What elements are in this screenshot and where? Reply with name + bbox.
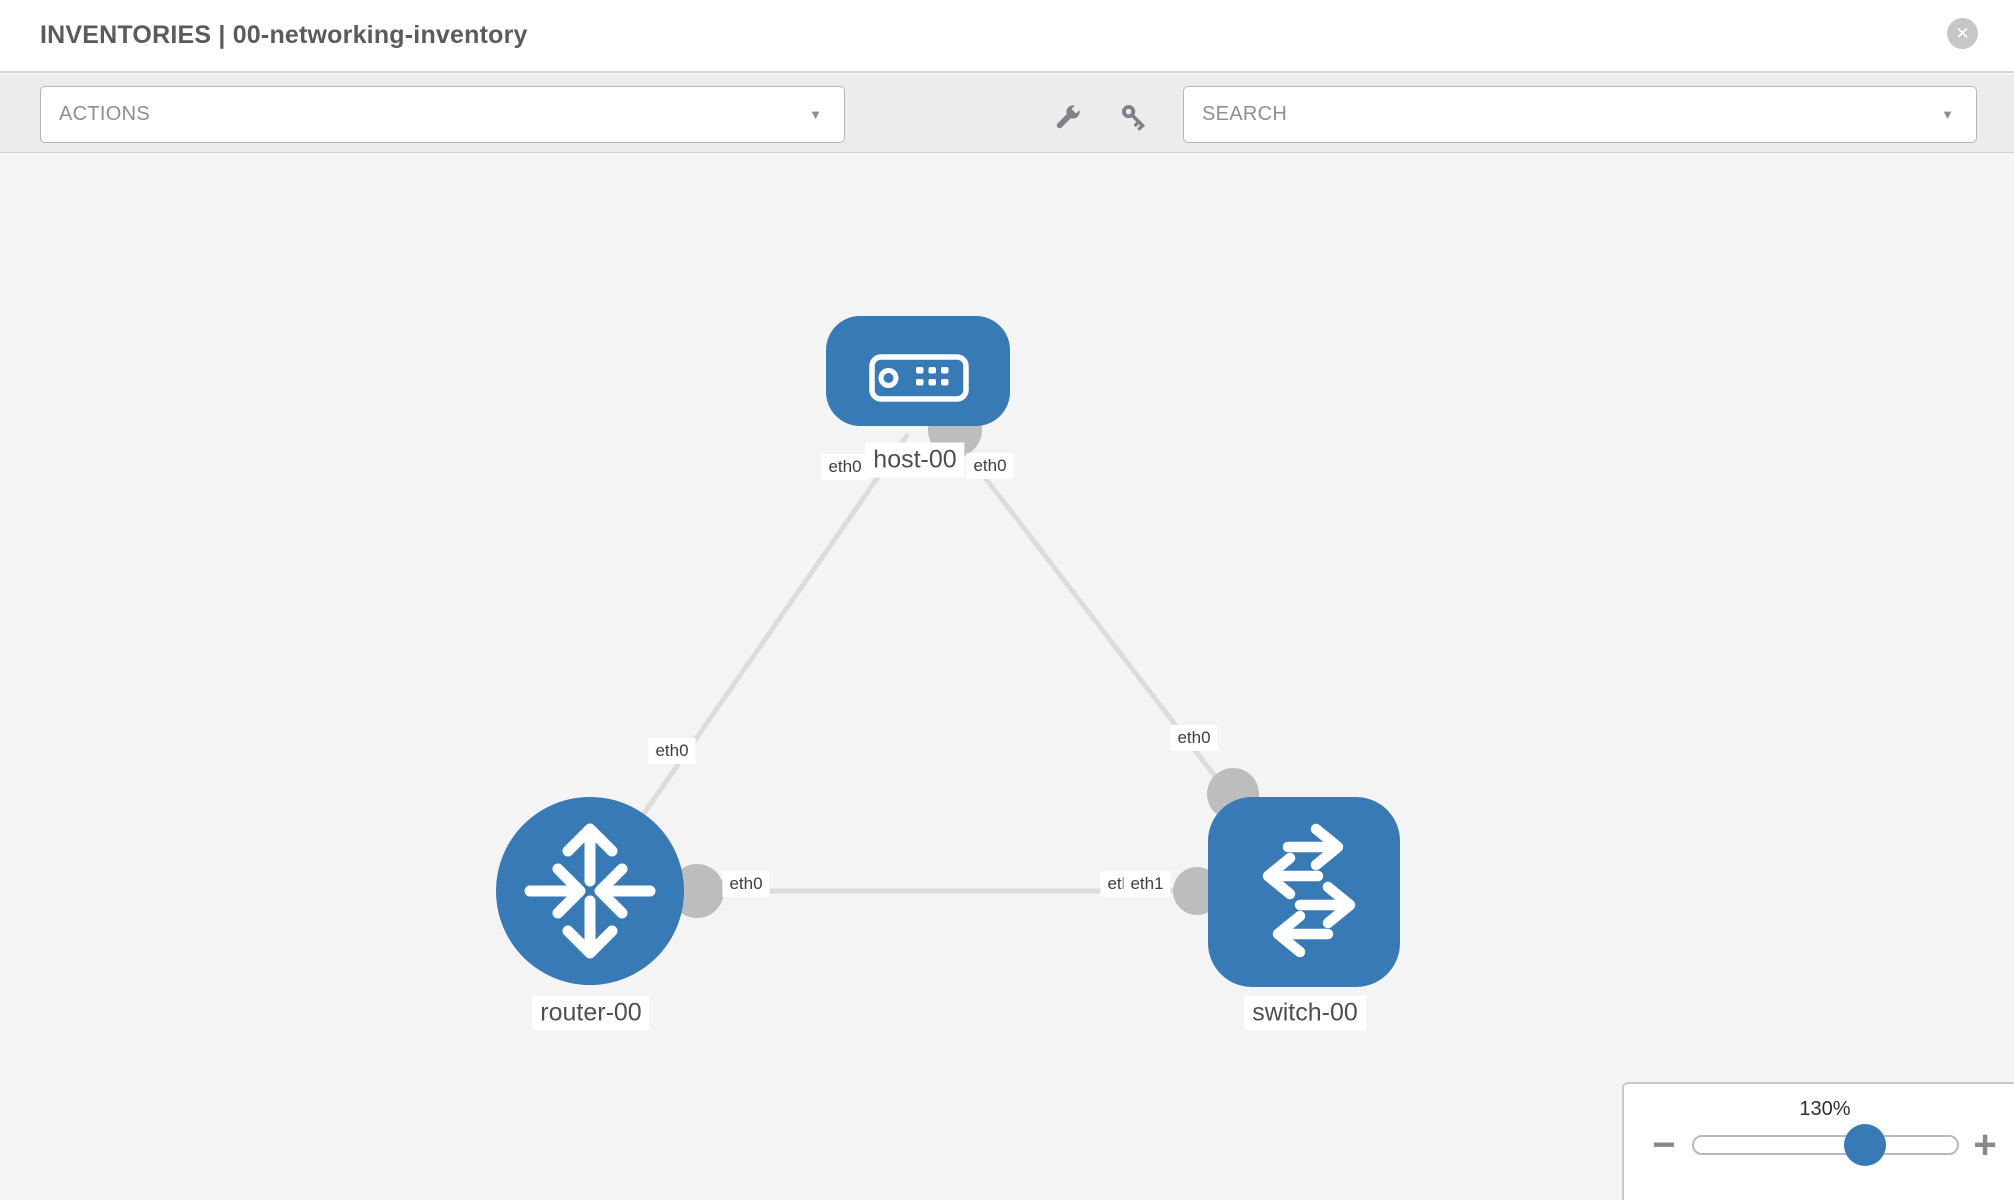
key-icon	[1122, 105, 1145, 131]
interface-label-router-eth0-side: eth0	[722, 871, 770, 897]
node-switch-00[interactable]	[1208, 797, 1400, 987]
wrench-icon	[1056, 102, 1083, 129]
node-label-router-00: router-00	[532, 995, 650, 1031]
zoom-panel: 130% − +	[1622, 1082, 2014, 1200]
page-title: INVENTORIES | 00-networking-inventory	[40, 21, 528, 49]
host-icon	[869, 354, 969, 402]
switch-icon	[1262, 823, 1356, 958]
close-icon: ✕	[1955, 24, 1970, 43]
close-button[interactable]: ✕	[1947, 18, 1978, 49]
chevron-down-icon: ▼	[1941, 106, 1954, 122]
zoom-level-label: 130%	[1799, 1098, 1851, 1120]
zoom-out-button[interactable]: −	[1652, 1123, 1676, 1167]
wrench-button[interactable]	[1050, 101, 1084, 135]
interface-label-switch-eth0-top: eth0	[1170, 725, 1218, 751]
interface-label-switch-eth1: eth1	[1123, 871, 1171, 897]
topology-graph	[587, 403, 1306, 918]
interface-label-host-eth0-right: eth0	[966, 453, 1014, 479]
chevron-down-icon: ▼	[809, 106, 822, 122]
search-dropdown[interactable]: SEARCH ▼	[1183, 86, 1977, 143]
actions-dropdown-label: ACTIONS	[59, 103, 150, 125]
node-label-host-00: host-00	[865, 442, 965, 478]
connector-dot-router-eth0	[670, 864, 724, 918]
interface-label-host-eth0-left: eth0	[821, 454, 869, 480]
header: INVENTORIES | 00-networking-inventory ✕	[0, 0, 2014, 73]
interface-label-router-eth0-up: eth0	[648, 738, 696, 764]
search-input-placeholder: SEARCH	[1202, 103, 1288, 125]
toolbar: ACTIONS ▼ SEARC	[0, 75, 2014, 153]
node-router-00[interactable]	[496, 797, 684, 985]
node-label-switch-00: switch-00	[1244, 995, 1366, 1031]
router-icon	[524, 823, 656, 959]
node-host-00[interactable]	[826, 316, 1010, 426]
zoom-slider-handle[interactable]	[1844, 1124, 1886, 1166]
actions-dropdown[interactable]: ACTIONS ▼	[40, 86, 845, 143]
zoom-in-button[interactable]: +	[1973, 1123, 1997, 1167]
topology-canvas[interactable]: eth0 eth0 eth0 eth0 eth0 eth0 eth1 host-…	[0, 153, 2014, 1200]
zoom-slider[interactable]	[1692, 1135, 1959, 1155]
key-button[interactable]	[1118, 101, 1152, 135]
